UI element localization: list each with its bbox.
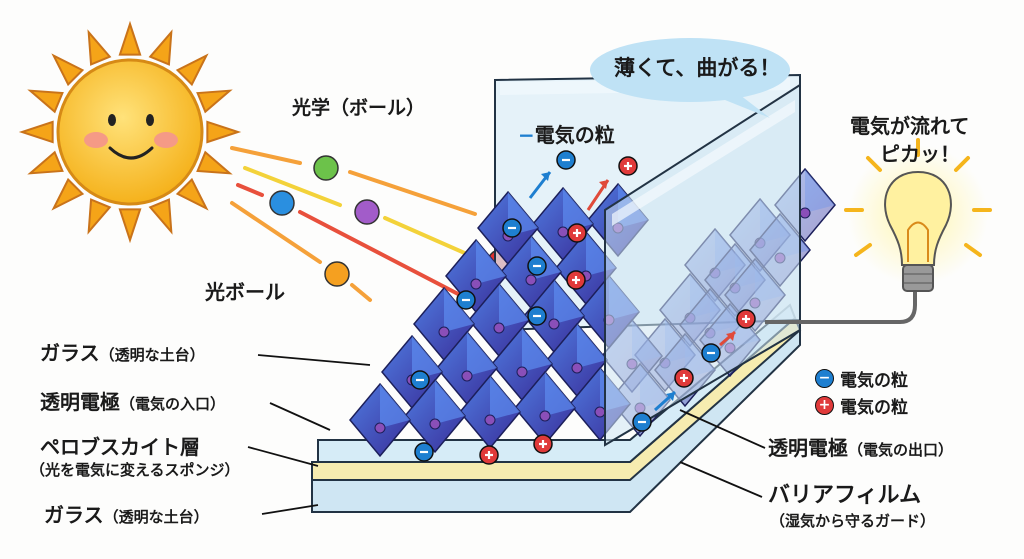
plus-particle-icon [736, 309, 756, 329]
minus-particle-icon [701, 343, 721, 363]
label-perovskite: ペロブスカイト層 [40, 435, 200, 459]
label-glass-top: ガラス（透明な土台） [40, 343, 205, 363]
sun-icon [18, 20, 242, 244]
plus-particle-icon [479, 445, 499, 465]
perovskite-crystal [514, 370, 576, 446]
label-electrode-in: 透明電極（電気の入口） [40, 392, 225, 412]
front-glass-panel [604, 83, 801, 447]
plus-particle-icon [567, 223, 587, 243]
sun-ray [175, 177, 209, 211]
minus-particle-icon [556, 150, 576, 170]
sun-ray [18, 120, 54, 144]
label-barrier-sub: （湿気から守るガード） [770, 512, 936, 530]
minus-particle-icon [527, 256, 547, 276]
legend-label: 電気の粒 [840, 398, 908, 418]
legend-label: 電気の粒 [840, 371, 908, 391]
glass-highlight [612, 100, 795, 226]
minus-particle-icon [527, 306, 547, 326]
sun-ray [87, 29, 112, 66]
plus-particle-icon: + [815, 396, 834, 415]
bulb-caption-1: 電気が流れて [850, 114, 970, 138]
label-perovskite-sub: （光を電気に変えるスポンジ） [30, 461, 240, 479]
bulb-caption-2: ピカッ！ [880, 142, 960, 166]
sun-ray [196, 150, 233, 175]
label-glass-bottom: ガラス（透明な土台） [44, 505, 209, 525]
legend-negative: − 電気の粒 [815, 366, 908, 391]
sun-ray [51, 53, 85, 87]
label-electrode-out: 透明電極（電気の出口） [768, 438, 953, 458]
sun-ray [118, 20, 142, 56]
sun-ray [148, 198, 173, 235]
electron-label-top: −電気の粒 [518, 125, 615, 145]
sun-ray [175, 53, 209, 87]
plus-particle-icon [674, 368, 694, 388]
leader-lines [247, 354, 766, 515]
sun-ray [87, 198, 112, 235]
charge-particles [410, 150, 756, 465]
label-main: ガラス [40, 341, 100, 365]
minus-particle-icon [414, 442, 434, 462]
minus-particle-icon [632, 412, 652, 432]
light-balls [269, 155, 513, 287]
electron-label-text: 電気の粒 [534, 123, 615, 147]
perovskite-crystal [459, 374, 521, 450]
sun-ray [206, 120, 242, 144]
label-main: ガラス [44, 503, 104, 527]
sun-ray [51, 177, 85, 211]
plus-particle-icon [533, 434, 553, 454]
plus-particle-icon [618, 156, 638, 176]
sun-ray [148, 29, 173, 66]
plus-particle-icon [566, 270, 586, 290]
sun-ray [118, 208, 142, 244]
minus-particle-icon [502, 218, 522, 238]
label-sub: （透明な土台） [103, 508, 209, 526]
minus-particle-icon [456, 290, 476, 310]
label-sub: （透明な土台） [99, 346, 205, 364]
speech-bubble [590, 38, 790, 118]
wire [765, 290, 917, 324]
perovskite-crystal [404, 378, 466, 454]
label-barrier: バリアフィルム [768, 483, 922, 508]
light-ball-title: 光学（ボール） [292, 97, 426, 119]
label-main: 透明電極 [40, 390, 120, 414]
bubble-text: 薄くて、曲がる！ [614, 56, 781, 80]
label-main: 透明電極 [768, 436, 848, 460]
sun-ray [27, 150, 64, 175]
label-sub: （電気の入口） [120, 395, 226, 413]
light-bulb-icon [844, 138, 992, 292]
sun-ray [196, 89, 233, 114]
minus-particle-icon [410, 370, 430, 390]
sun-ray [27, 89, 64, 114]
legend-positive: + 電気の粒 [815, 393, 908, 418]
perovskite-crystal [349, 382, 411, 458]
minus-sign-icon: − [518, 123, 535, 147]
light-ball-label: 光ボール [205, 280, 285, 304]
minus-particle-icon: − [815, 369, 834, 388]
label-sub: （電気の出口） [848, 441, 954, 459]
